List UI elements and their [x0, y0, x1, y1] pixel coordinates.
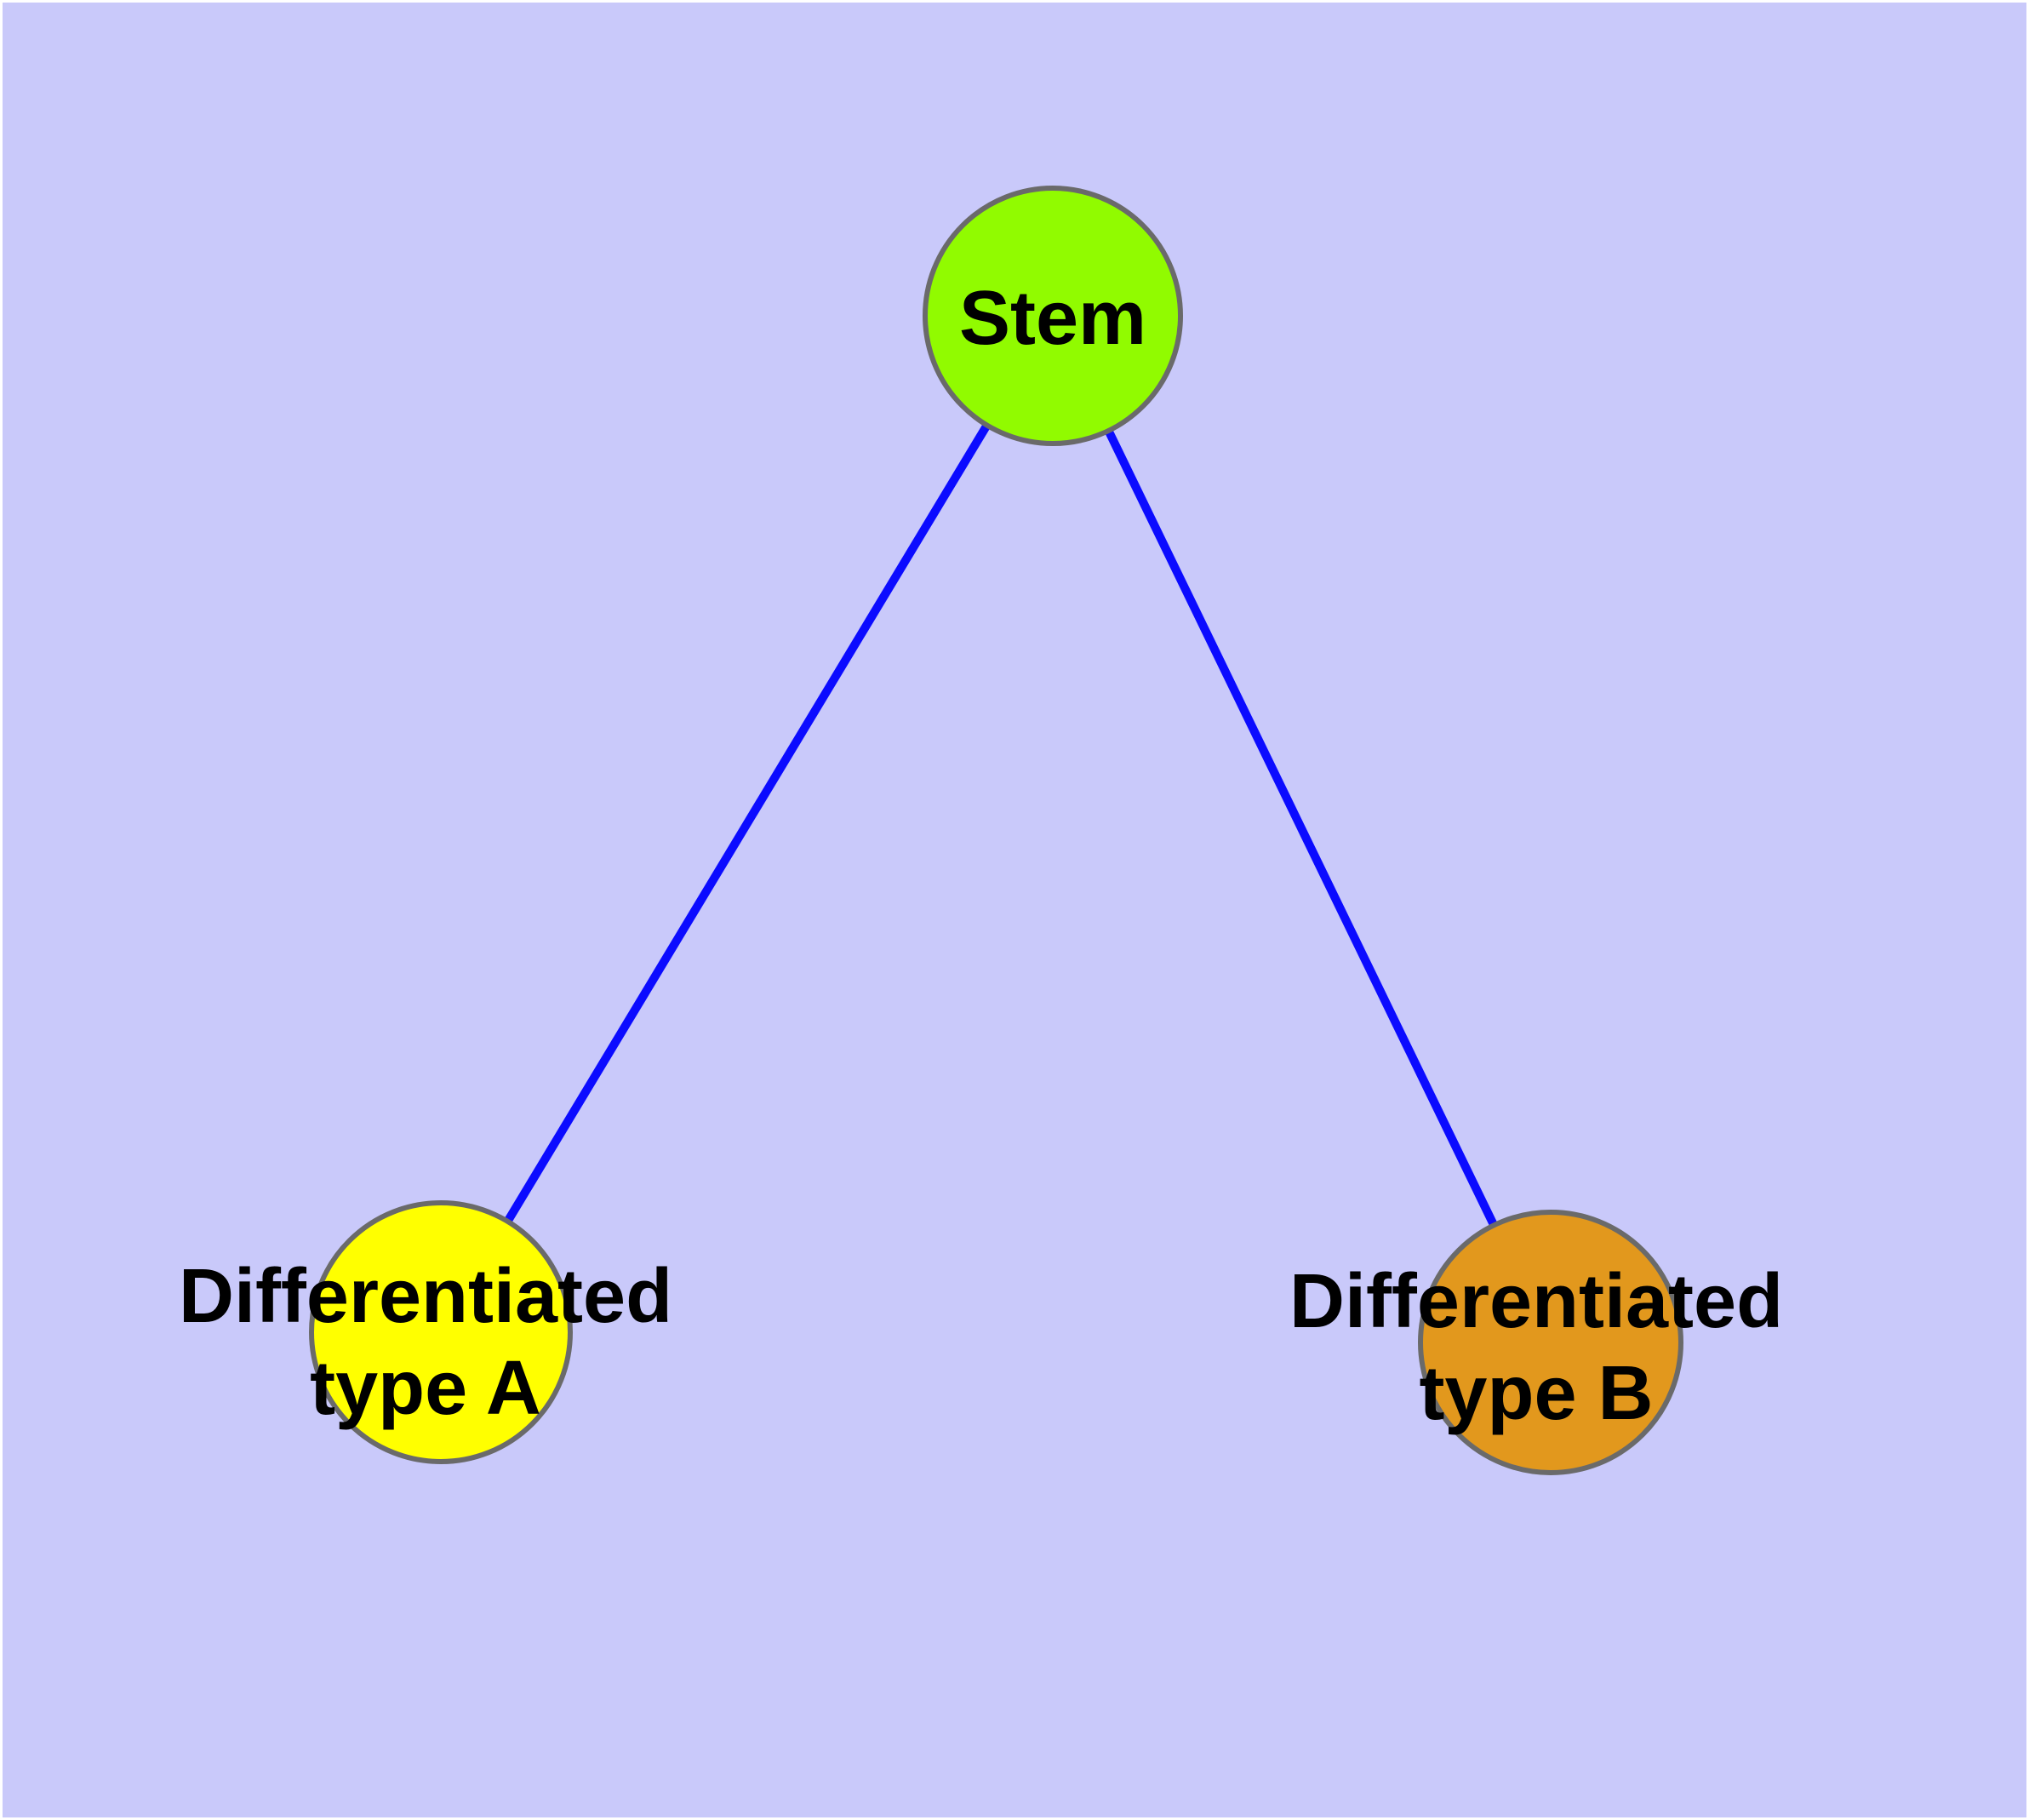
- label-line: Stem: [958, 276, 1147, 361]
- label-line: type A: [310, 1346, 541, 1431]
- node-diff-a-label: Differentiated type A: [179, 1251, 672, 1434]
- label-line: Differentiated: [1289, 1259, 1784, 1344]
- edge-stem-to-diff-a: [437, 313, 1057, 1335]
- edge-stem-to-diff-b: [1049, 313, 1555, 1345]
- label-line: Differentiated: [178, 1254, 673, 1339]
- node-diff-b-label: Differentiated type B: [1289, 1256, 1783, 1439]
- node-diff-b-circle: [1418, 1210, 1683, 1475]
- node-diff-a-circle: [309, 1200, 573, 1464]
- label-line: type B: [1419, 1351, 1654, 1436]
- node-stem-label: Stem: [959, 272, 1146, 364]
- node-stem-circle: [923, 186, 1183, 446]
